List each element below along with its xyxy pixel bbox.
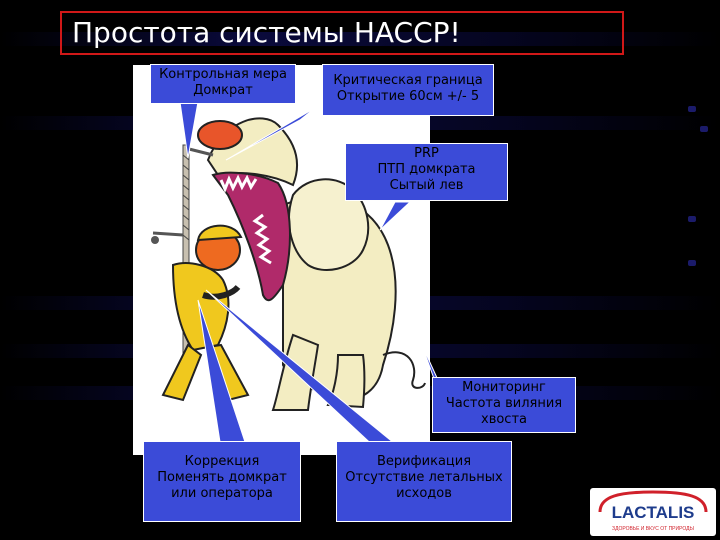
label-line: Критическая граница	[333, 73, 483, 88]
label-line: Сытый лев	[389, 178, 464, 193]
label-correction: Коррекция Поменять домкрат или оператора	[143, 441, 301, 522]
lion-cartoon-illustration	[133, 65, 430, 455]
label-line: или оператора	[171, 486, 273, 501]
label-control-measure: Контрольная мера Домкрат	[150, 64, 296, 104]
pointer-critical	[225, 107, 316, 161]
label-line: Частота виляния	[445, 396, 563, 411]
pointer-correction	[197, 299, 246, 443]
page-title: Простота системы HACCP!	[60, 11, 624, 55]
lactalis-logo: LACTALIS ЗДОРОВЬЕ И ВКУС ОТ ПРИРОДЫ	[590, 488, 716, 536]
label-verification: Верификация Отсутствие летальных исходов	[336, 441, 512, 522]
label-monitoring: Мониторинг Частота виляния хвоста	[432, 377, 576, 433]
background-dot	[688, 260, 696, 266]
label-line: Поменять домкрат	[157, 470, 287, 485]
label-line: Отсутствие летальных	[345, 470, 503, 485]
logo-name: LACTALIS	[612, 503, 695, 522]
logo-tagline: ЗДОРОВЬЕ И ВКУС ОТ ПРИРОДЫ	[612, 526, 694, 532]
label-critical-limit: Критическая граница Открытие 60см +/- 5	[322, 64, 494, 116]
label-line: хвоста	[481, 412, 527, 427]
pointer-control	[179, 101, 199, 159]
label-line: PRP	[414, 146, 439, 161]
pointer-prp	[379, 201, 412, 231]
label-line: Открытие 60см +/- 5	[336, 89, 480, 104]
background-dot	[688, 216, 696, 222]
label-line: Домкрат	[193, 83, 253, 98]
label-line: Коррекция	[184, 454, 260, 469]
label-line: Контрольная мера	[159, 67, 287, 82]
label-line: Мониторинг	[462, 380, 546, 395]
label-prp: PRP ПТП домкрата Сытый лев	[345, 143, 508, 201]
label-line: Верификация	[376, 454, 472, 469]
label-line: ПТП домкрата	[377, 162, 476, 177]
background-dot	[700, 126, 708, 132]
background-dot	[688, 106, 696, 112]
label-line: исходов	[396, 486, 452, 501]
lactalis-logo-mark: LACTALIS ЗДОРОВЬЕ И ВКУС ОТ ПРИРОДЫ	[598, 490, 708, 532]
background-stripe	[0, 32, 720, 46]
